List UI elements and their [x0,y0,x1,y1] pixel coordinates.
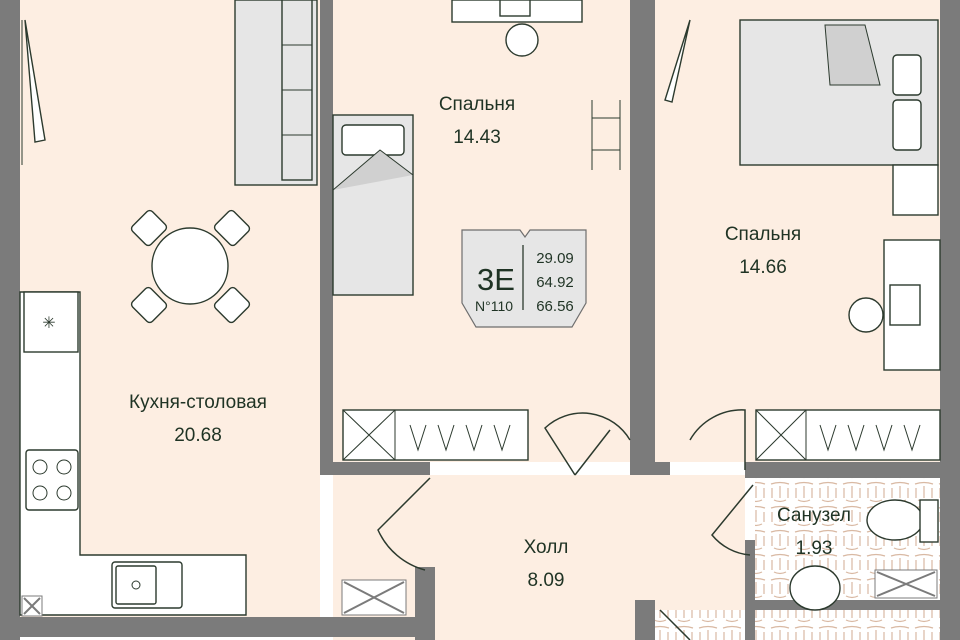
snowflake-icon: ✳ [42,315,55,332]
room-name-bedroom-1: Спальня [439,94,515,115]
room-area-bathroom: 1.93 [796,538,833,559]
room-area-hall: 8.09 [528,570,565,591]
living-area: 29.09 [536,250,574,267]
ladder [591,100,621,170]
doors[interactable] [377,409,754,640]
desk-2 [848,239,941,371]
dining-table [130,209,251,324]
bathroom-fixtures [789,499,939,611]
apartment-badge: 3Е N°110 29.09 64.92 66.56 [461,229,587,328]
cooktop [25,449,79,511]
apartment-number: N°110 [475,298,513,314]
wardrobe-2 [755,409,941,461]
room-area-bedroom-2: 14.66 [739,257,787,278]
kitchen-counter: ✳ [19,291,247,617]
room-name-bathroom: Санузел [777,505,851,526]
room-area-bedroom-1: 14.43 [453,127,501,148]
total-area: 64.92 [536,274,574,291]
room-name-kitchen: Кухня-столовая [129,392,267,413]
desk-1 [451,0,583,57]
sofa [234,0,318,186]
window-2 [664,19,691,103]
room-name-hall: Холл [524,537,569,558]
single-bed [332,114,414,296]
total-area-with-balcony: 66.56 [536,298,574,315]
wardrobe-1 [342,409,529,461]
bathroom-2-floor [655,610,940,640]
room-name-bedroom-2: Спальня [725,224,801,245]
window [24,19,46,143]
double-bed [739,19,939,216]
room-area-kitchen: 20.68 [174,425,222,446]
apartment-type: 3Е [477,262,515,297]
